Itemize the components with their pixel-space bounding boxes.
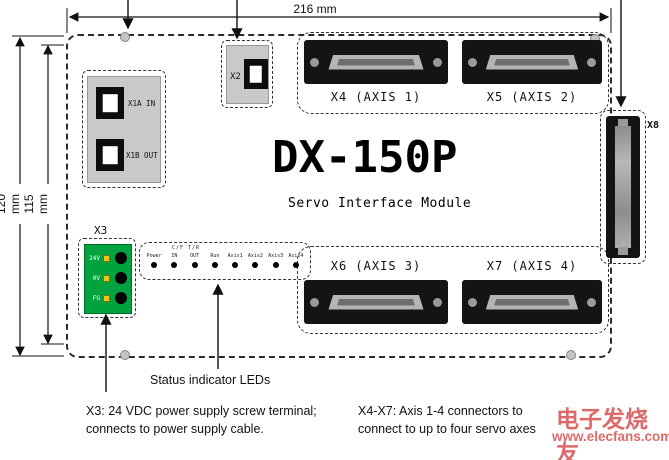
x7-connector bbox=[462, 280, 602, 324]
led-label: IN bbox=[171, 253, 178, 259]
x3-label: X3 bbox=[94, 224, 108, 237]
led-power: Power bbox=[144, 253, 164, 268]
terminal-pin-label: 0V bbox=[92, 274, 100, 282]
x4-connector bbox=[304, 40, 448, 84]
x2-jack bbox=[244, 59, 268, 89]
x5-screw-lock-left bbox=[468, 57, 477, 67]
led-label: Axis4 bbox=[288, 253, 304, 259]
x3-terminal-block: 24V 0V FG bbox=[84, 244, 132, 314]
x7-label: X7 (AXIS 4) bbox=[486, 259, 578, 273]
mounting-screw-bottom-right bbox=[566, 350, 576, 360]
x6-screw-lock-right bbox=[433, 297, 442, 307]
bottom-axis-connector-group bbox=[297, 246, 609, 334]
x6-screw-lock-left bbox=[310, 297, 319, 307]
x4-screw-lock-left bbox=[310, 57, 319, 67]
x7-screw-lock-left bbox=[468, 297, 477, 307]
outer-height-dimension-label: 120 mm bbox=[0, 184, 22, 224]
terminal-wire-hole bbox=[115, 272, 127, 284]
led-dot bbox=[151, 262, 158, 268]
x4x7-note-line2: connect to up to four servo axes bbox=[358, 422, 536, 436]
terminal-screw bbox=[103, 254, 110, 262]
x8-lock-top bbox=[618, 119, 628, 127]
x1a-jack bbox=[96, 87, 124, 119]
x8-connector bbox=[606, 116, 640, 258]
terminal-wire-hole bbox=[115, 252, 127, 264]
x2-connector-housing: X2 bbox=[226, 45, 269, 104]
x1-connector-housing: X1A IN X1B OUT bbox=[87, 76, 161, 183]
x1b-label: X1B OUT bbox=[126, 151, 158, 160]
terminal-pin-label: 24V bbox=[89, 254, 100, 262]
terminal-screw bbox=[103, 274, 110, 282]
x4-label: X4 (AXIS 1) bbox=[330, 90, 422, 104]
x8-connector-group bbox=[600, 110, 646, 264]
terminal-row: 24V bbox=[89, 250, 127, 266]
mounting-screw-bottom-left bbox=[120, 350, 130, 360]
terminal-row: 0V bbox=[89, 270, 127, 286]
x1b-jack bbox=[96, 139, 124, 171]
watermark-logo: 电子发烧友 bbox=[556, 406, 648, 460]
x1a-label: X1A IN bbox=[128, 99, 156, 108]
led-axis2: Axis2 bbox=[245, 253, 265, 268]
led-dot bbox=[171, 262, 178, 268]
led-panel-header: C/F T/R bbox=[172, 245, 201, 251]
x5-connector bbox=[462, 40, 602, 84]
module-title: DX-150P bbox=[272, 132, 458, 183]
x6-pin-shroud bbox=[328, 294, 424, 310]
x6-label: X6 (AXIS 3) bbox=[330, 259, 422, 273]
led-axis3: Axis3 bbox=[266, 253, 286, 268]
x4-screw-lock-right bbox=[433, 57, 442, 67]
watermark-url: www.elecfans.com bbox=[552, 429, 669, 444]
led-dot bbox=[252, 262, 259, 268]
x3-terminal-group: 24V 0V FG bbox=[78, 238, 136, 318]
x7-screw-lock-right bbox=[587, 297, 596, 307]
led-dot bbox=[292, 262, 299, 268]
terminal-wire-hole bbox=[115, 292, 127, 304]
led-dot bbox=[272, 262, 279, 268]
x4x7-note-line1: X4-X7: Axis 1-4 connectors to bbox=[358, 404, 523, 418]
x4-pin-shroud bbox=[328, 54, 424, 70]
led-axis4: Axis4 bbox=[286, 253, 306, 268]
led-out: OUT bbox=[185, 253, 205, 268]
x1-connector-group: X1A IN X1B OUT bbox=[82, 70, 166, 188]
top-axis-connector-group bbox=[297, 32, 609, 114]
led-dot bbox=[211, 262, 218, 268]
x8-pin-shroud bbox=[615, 126, 631, 248]
module-subtitle: Servo Interface Module bbox=[288, 196, 472, 211]
x8-label: X8 bbox=[647, 120, 660, 131]
led-label: Run bbox=[210, 253, 220, 259]
x8-lock-bottom bbox=[618, 247, 628, 255]
x2-label: X2 bbox=[230, 72, 241, 82]
x5-label: X5 (AXIS 2) bbox=[486, 90, 578, 104]
x2-connector-group: X2 bbox=[221, 40, 273, 108]
led-caption: Status indicator LEDs bbox=[150, 373, 271, 387]
x3-note-line2: connects to power supply cable. bbox=[86, 422, 264, 436]
led-label: Axis2 bbox=[247, 253, 263, 259]
led-label: Power bbox=[146, 253, 162, 259]
led-row: Power IN OUT Run Axis1 Axis2 bbox=[144, 253, 306, 268]
led-axis1: Axis1 bbox=[225, 253, 245, 268]
led-label: Axis1 bbox=[227, 253, 243, 259]
mounting-screw-top-left bbox=[120, 32, 130, 42]
status-led-panel: C/F T/R Power IN OUT Run Axis1 bbox=[139, 242, 311, 280]
x5-screw-lock-right bbox=[587, 57, 596, 67]
terminal-screw bbox=[103, 294, 110, 302]
terminal-pin-label: FG bbox=[92, 294, 100, 302]
x6-connector bbox=[304, 280, 448, 324]
led-run: Run bbox=[205, 253, 225, 268]
led-dot bbox=[191, 262, 198, 268]
led-label: Axis3 bbox=[268, 253, 284, 259]
inner-height-dimension-label: 115 mm bbox=[22, 184, 50, 224]
width-dimension-label: 216 mm bbox=[285, 2, 345, 16]
x3-note-line1: X3: 24 VDC power supply screw terminal; bbox=[86, 404, 317, 418]
led-dot bbox=[232, 262, 239, 268]
terminal-row: FG bbox=[89, 290, 127, 306]
led-in: IN bbox=[164, 253, 184, 268]
x7-pin-shroud bbox=[485, 294, 579, 310]
x5-pin-shroud bbox=[485, 54, 579, 70]
led-label: OUT bbox=[190, 253, 200, 259]
